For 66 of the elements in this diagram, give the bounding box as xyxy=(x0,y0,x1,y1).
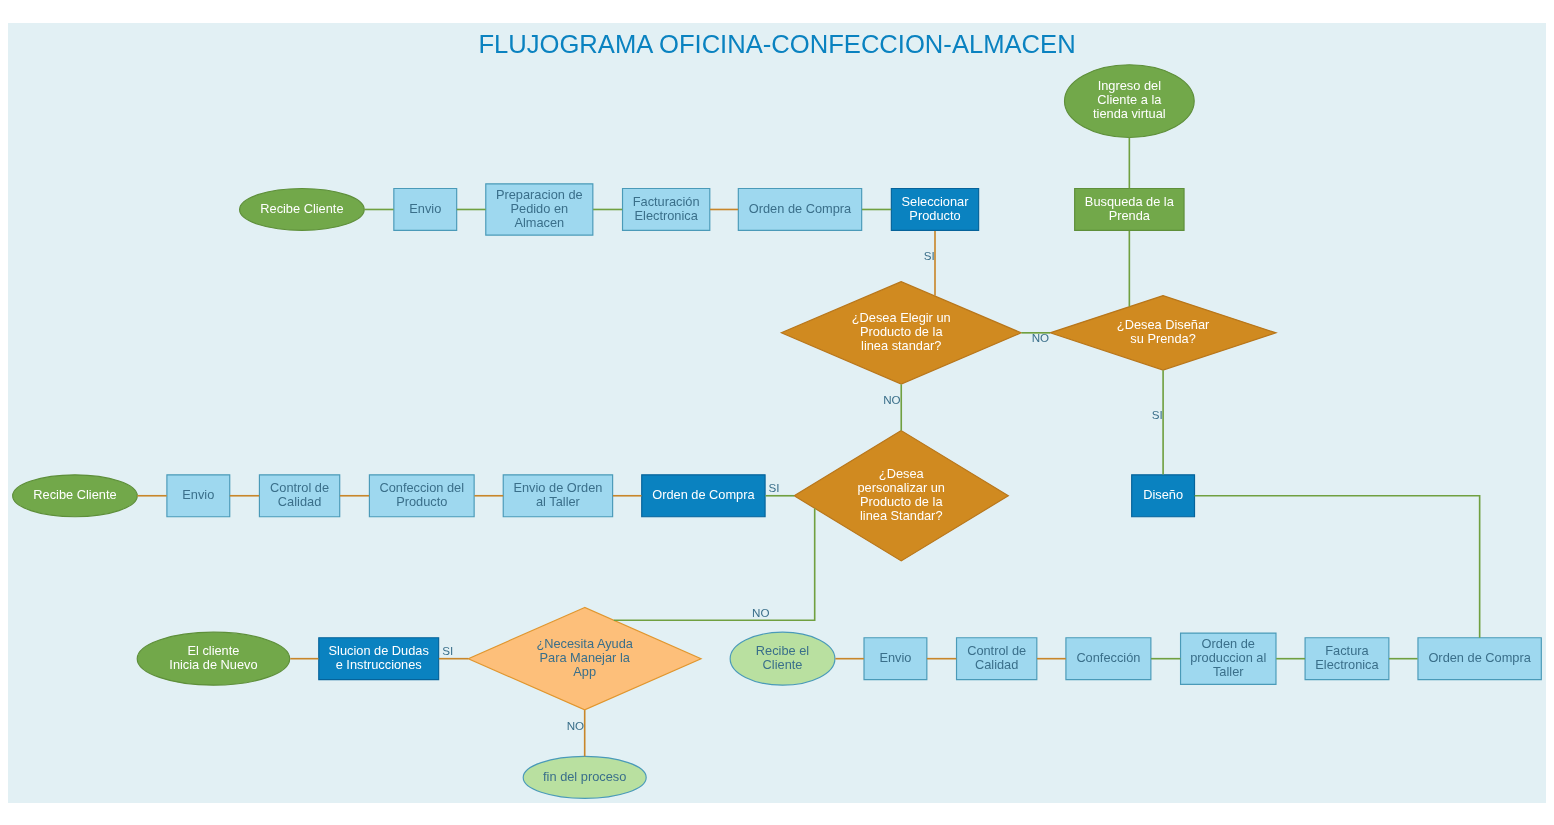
node-ellipse: Recibe Cliente xyxy=(239,187,365,231)
node-box: Control de Calidad xyxy=(258,473,341,517)
connector xyxy=(289,657,320,659)
node-box: Facturación Electronica xyxy=(621,187,711,231)
node-box: Confección xyxy=(1065,636,1152,680)
connector xyxy=(1128,136,1131,189)
node-diamond: ¿Necesita Ayuda Para Manejar la App xyxy=(466,606,703,711)
node-ellipse: fin del proceso xyxy=(522,755,647,799)
node-box: Orden de Compra xyxy=(641,473,766,517)
connector xyxy=(1036,657,1067,659)
connector xyxy=(613,507,816,621)
diagram-title: FLUJOGRAMA OFICINA-CONFECCION-ALMACEN xyxy=(478,29,1076,58)
edge-label: SI xyxy=(768,480,780,494)
node-ellipse: El cliente Inicia de Nuevo xyxy=(136,631,291,686)
connector xyxy=(473,494,504,497)
node-box: Envio xyxy=(863,636,928,680)
connector xyxy=(1020,331,1051,334)
node-box: Confeccion del Producto xyxy=(368,473,475,517)
connector xyxy=(455,208,487,210)
connector xyxy=(339,494,370,497)
node-box: Envio de Orden al Taller xyxy=(502,473,614,517)
edge-label: SI xyxy=(1151,407,1163,421)
connector xyxy=(934,229,936,296)
connector xyxy=(1275,657,1306,659)
node-box: Slucion de Dudas e Instrucciones xyxy=(318,636,440,680)
connector xyxy=(592,208,624,210)
connector xyxy=(861,208,892,210)
connector xyxy=(229,494,260,497)
edge-label: NO xyxy=(1031,330,1050,344)
connector xyxy=(1162,368,1164,475)
node-box: Preparacion de Pedido en Almacen xyxy=(485,182,594,236)
edge-label: SI xyxy=(442,643,454,657)
connector xyxy=(1128,229,1131,307)
node-ellipse: Recibe Cliente xyxy=(12,473,138,517)
connector xyxy=(612,494,643,497)
node-box: Orden de Compra xyxy=(1417,636,1542,680)
edge-label: NO xyxy=(566,718,585,732)
node-diamond: ¿Desea Elegir un Producto de la linea standar? xyxy=(779,280,1023,385)
connector xyxy=(438,657,470,659)
node-box: Envio xyxy=(166,473,231,517)
node-diamond: ¿Desea personalizar un Producto de la linea Standar? xyxy=(793,429,1010,562)
connector xyxy=(834,657,865,659)
connector xyxy=(1150,657,1182,659)
edge-label: SI xyxy=(923,248,935,262)
connector xyxy=(583,708,586,757)
connector xyxy=(764,494,795,497)
connector xyxy=(136,494,168,497)
node-box: Envio xyxy=(393,187,458,231)
node-box: Orden de produccion al Taller xyxy=(1179,632,1277,685)
connector xyxy=(926,657,958,659)
node-box: Orden de Compra xyxy=(737,187,863,231)
connector xyxy=(900,383,903,431)
connector xyxy=(1193,494,1481,639)
connector xyxy=(363,208,395,210)
node-box: Seleccionar Producto xyxy=(890,187,980,231)
edge-label: NO xyxy=(752,605,770,619)
connector xyxy=(1388,657,1419,659)
node-ellipse: Ingreso del Cliente a la tienda virtual xyxy=(1063,63,1195,138)
connector xyxy=(709,208,739,210)
node-ellipse: Recibe el Cliente xyxy=(729,631,836,686)
node-box: Control de Calidad xyxy=(955,636,1038,680)
edge-label: NO xyxy=(883,392,901,406)
node-box: Factura Electronica xyxy=(1304,636,1390,680)
node-box: Busqueda de la Prenda xyxy=(1074,187,1185,231)
node-diamond: ¿Desea Diseñar su Prenda? xyxy=(1048,294,1278,371)
node-box: Diseño xyxy=(1131,473,1196,517)
